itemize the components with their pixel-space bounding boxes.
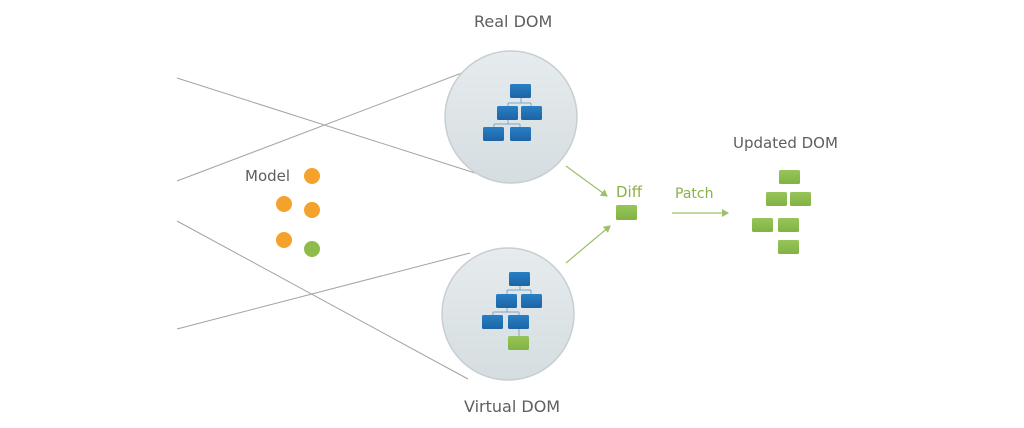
diff-node [616,205,637,220]
dot-icon [304,241,320,257]
dot-icon [276,232,292,248]
real-dom-label: Real DOM [474,12,553,31]
projection-lines [176,67,476,380]
real-dom-tree-icon [483,84,542,141]
virtual-dom-circle [441,247,575,381]
model-label: Model [245,167,291,185]
dot-icon [304,202,320,218]
model-dots [276,168,320,257]
virtual-dom-tree-icon [482,272,542,350]
diff-arrows [565,165,611,264]
dot-icon [276,196,292,212]
real-dom-circle [444,50,578,184]
updated-dom-label: Updated DOM [733,134,838,152]
virtual-dom-label: Virtual DOM [464,397,561,416]
diff-label: Diff [616,183,643,201]
updated-dom-blocks [752,170,811,254]
dot-icon [304,168,320,184]
patch-label: Patch [675,186,714,202]
